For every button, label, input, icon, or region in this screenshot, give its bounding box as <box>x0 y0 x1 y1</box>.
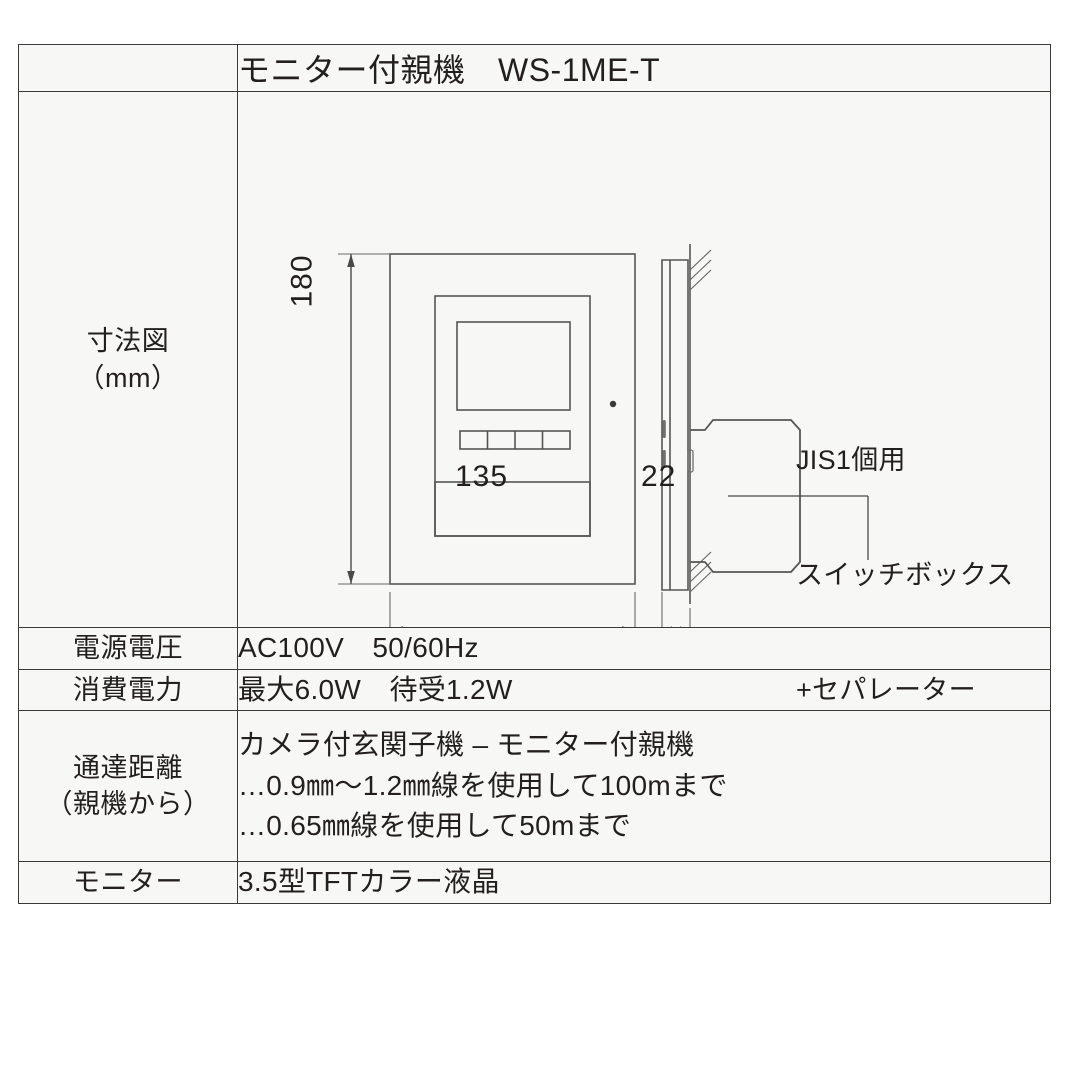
front-view-led-indicator-dot <box>609 400 617 408</box>
row-label-voltage: 電源電圧 <box>18 627 238 670</box>
row-label-monitor: モニター <box>18 860 238 904</box>
dimension-label-depth: 22 <box>641 460 677 493</box>
callout-leader-line <box>728 495 869 560</box>
callout-line-1: JIS1個用 <box>796 444 906 475</box>
dimension-drawing-cell: 180 135 22 JIS1個用 スイッチボックス +セパレーター <box>237 91 1051 705</box>
arrow-width-right <box>622 626 625 627</box>
range-value-line-3: …0.65㎜線を使用して50mまで <box>238 810 632 842</box>
dimensions-label-unit: （mm） <box>77 362 179 393</box>
front-view-inner-panel <box>434 295 591 537</box>
table-row-monitor: モニター 3.5型TFTカラー液晶 <box>18 860 1051 904</box>
row-label-dimensions: 寸法図 （mm） <box>18 91 238 628</box>
row-label-power: 消費電力 <box>18 668 238 712</box>
front-view-speaker-panel <box>434 481 591 537</box>
dimension-drawing: 180 135 22 JIS1個用 スイッチボックス +セパレーター <box>238 92 1051 705</box>
side-view-connector-nub <box>687 449 694 473</box>
callout-line-2: スイッチボックス <box>796 559 1014 590</box>
side-view-device-body <box>661 259 689 591</box>
range-label-main: 通達距離 <box>73 752 183 783</box>
table-row-dimensions: 寸法図 （mm） <box>18 91 1051 705</box>
arrow-depth-left <box>670 626 672 627</box>
arrow-height-top <box>347 254 355 267</box>
row-value-monitor: 3.5型TFTカラー液晶 <box>237 860 1051 904</box>
front-view-outer-body <box>389 253 636 585</box>
row-value-voltage: AC100V 50/60Hz <box>237 627 1051 670</box>
side-view-edge-buttons <box>662 420 666 468</box>
dimensions-label-main: 寸法図 <box>86 326 170 357</box>
arrow-height-bottom <box>347 571 355 584</box>
table-row-header: モニター付親機 WS-1ME-T <box>18 44 1051 92</box>
callout-line-3: +セパレーター <box>796 674 976 705</box>
dimension-label-height: 180 <box>285 254 319 308</box>
wall-hatch-top <box>689 249 712 291</box>
table-row-range: 通達距離 （親機から） カメラ付玄関子機 – モニター付親機 …0.9㎜～1.2… <box>18 710 1051 862</box>
technical-drawing-svg <box>338 244 869 627</box>
table-row-power: 消費電力 最大6.0W 待受1.2W <box>18 668 1051 712</box>
arrow-depth-right <box>680 626 682 627</box>
table-row-voltage: 電源電圧 AC100V 50/60Hz <box>18 627 1051 670</box>
row-value-range: カメラ付玄関子機 – モニター付親機 …0.9㎜～1.2㎜線を使用して100mま… <box>237 710 1051 862</box>
arrow-width-left <box>400 626 403 627</box>
front-view-lcd-screen <box>456 321 571 411</box>
range-value-line-1: カメラ付玄関子機 – モニター付親機 <box>238 729 695 761</box>
range-value-line-2: …0.9㎜～1.2㎜線を使用して100mまで <box>238 769 728 801</box>
row-value-power: 最大6.0W 待受1.2W <box>237 668 1051 712</box>
specifications-table: モニター付親機 WS-1ME-T 寸法図 （mm） <box>18 44 1051 904</box>
dimension-label-width: 135 <box>455 460 509 493</box>
header-label-cell <box>18 44 238 92</box>
product-title: モニター付親機 WS-1ME-T <box>237 44 1051 92</box>
wall-hatch-bottom <box>689 551 712 593</box>
range-label-sub: （親機から） <box>45 789 211 820</box>
switch-box-callout: JIS1個用 スイッチボックス +セパレーター <box>796 364 1014 786</box>
row-label-range: 通達距離 （親機から） <box>18 710 238 862</box>
